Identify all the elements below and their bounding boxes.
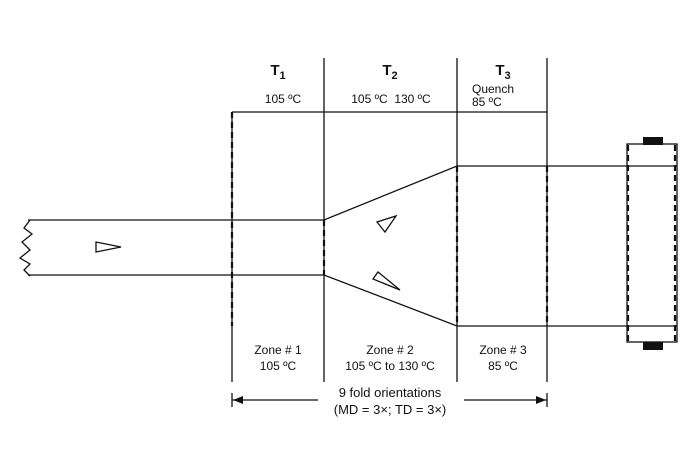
zone1-top-temp: 105 ºC xyxy=(265,92,302,106)
zone3-top-temp: 85 ºC xyxy=(472,95,502,109)
orientation-line1: 9 fold orientations xyxy=(339,385,442,400)
take-up-roll-icon xyxy=(626,137,678,350)
film-web-bottom-edge xyxy=(28,274,628,327)
film-web-top-edge xyxy=(28,165,628,221)
dimension-right-arrow-icon xyxy=(536,396,546,404)
orientation-line2: (MD = 3×; TD = 3×) xyxy=(334,402,446,417)
flow-arrow-icon xyxy=(375,214,398,234)
zone3-bottom-name: Zone # 3 xyxy=(479,343,527,357)
zone1-bottom-name: Zone # 1 xyxy=(254,343,302,357)
film-break-edge-icon xyxy=(18,219,34,277)
zone1-header: T1 xyxy=(270,62,285,82)
zone3-bottom-temp: 85 ºC xyxy=(488,359,518,373)
zone3-quench-label: Quench xyxy=(472,82,514,96)
zone2-bottom-name: Zone # 2 xyxy=(366,343,414,357)
zone3-header: T3 xyxy=(495,62,510,82)
flow-arrow-icon xyxy=(371,271,401,291)
zone2-header: T2 xyxy=(382,62,397,82)
flow-arrow-icon xyxy=(95,241,122,253)
zone2-top-temp: 105 ºC 130 ºC xyxy=(351,92,431,106)
dimension-left-arrow-icon xyxy=(233,396,243,404)
zone2-bottom-temp: 105 ºC to 130 ºC xyxy=(345,359,435,373)
zone1-bottom-temp: 105 ºC xyxy=(260,359,297,373)
